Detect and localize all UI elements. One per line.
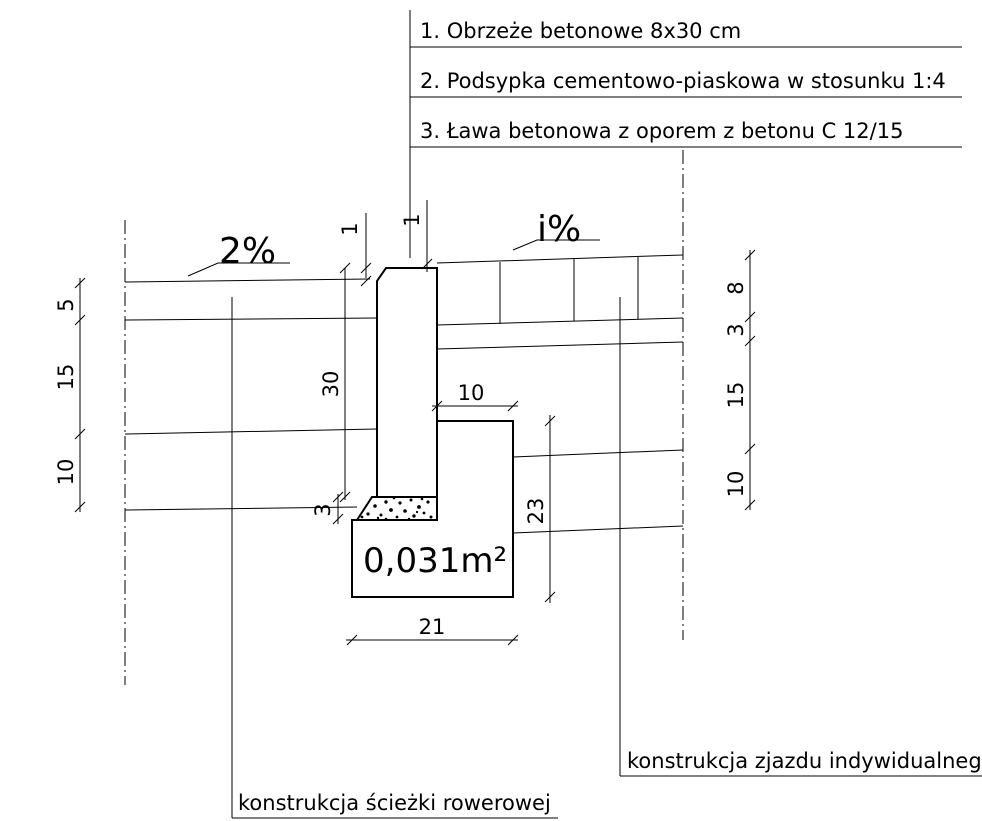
slope-left-text: 2% bbox=[219, 231, 276, 272]
legend-item-2: 2. Podsypka cementowo-piaskowa w stosunk… bbox=[420, 69, 946, 93]
bike-path-layers bbox=[124, 278, 378, 511]
left-dimension-chain: 5 15 10 bbox=[54, 277, 86, 513]
driveway-layers bbox=[436, 254, 684, 534]
right-dimension-chain: 8 3 15 10 bbox=[724, 249, 756, 511]
top-dimensions: 1 1 bbox=[338, 200, 433, 287]
dim-right-8: 8 bbox=[724, 281, 748, 294]
dim-foundation-23: 23 bbox=[524, 498, 548, 525]
legend-block: 1. Obrzeże betonowe 8x30 cm 2. Podsypka … bbox=[409, 10, 962, 258]
heel-width-dimension: 10 bbox=[431, 381, 519, 412]
dim-curb-30: 30 bbox=[319, 371, 343, 398]
foundation-height-dimension: 23 bbox=[524, 415, 556, 603]
bike-path-leader: konstrukcja ścieżki rowerowej bbox=[231, 297, 558, 819]
sand-cement-bed bbox=[355, 496, 438, 521]
dim-bed-3: 3 bbox=[311, 503, 335, 516]
bike-path-label: konstrukcja ścieżki rowerowej bbox=[238, 791, 551, 815]
bed-dimension: 3 bbox=[311, 491, 344, 525]
bed-granular-fill bbox=[360, 496, 433, 521]
slope-right: i% bbox=[512, 209, 600, 251]
slope-left: 2% bbox=[187, 231, 290, 277]
foundation-width-dimension: 21 bbox=[346, 615, 519, 646]
dim-right-15: 15 bbox=[724, 382, 748, 409]
curb-height-dimension: 30 bbox=[319, 262, 351, 503]
legend-item-3: 3. Ława betonowa z oporem z betonu C 12/… bbox=[420, 119, 903, 143]
slope-right-text: i% bbox=[537, 209, 581, 250]
concrete-curb bbox=[376, 267, 438, 498]
area-label: 0,031m² bbox=[363, 541, 507, 581]
dim-left-10: 10 bbox=[54, 459, 78, 486]
dim-top-1b: 1 bbox=[400, 213, 424, 226]
dim-right-10: 10 bbox=[724, 471, 748, 498]
driveway-label: konstrukcja zjazdu indywidualneg bbox=[627, 749, 982, 773]
dim-right-3: 3 bbox=[724, 323, 748, 336]
dim-heel-10: 10 bbox=[458, 381, 485, 405]
dim-top-1a: 1 bbox=[338, 222, 362, 235]
legend-item-1: 1. Obrzeże betonowe 8x30 cm bbox=[420, 19, 741, 43]
dim-foundation-21: 21 bbox=[419, 615, 446, 639]
dim-left-15: 15 bbox=[54, 364, 78, 391]
driveway-leader: konstrukcja zjazdu indywidualneg bbox=[619, 297, 982, 777]
dim-left-5: 5 bbox=[54, 298, 78, 311]
